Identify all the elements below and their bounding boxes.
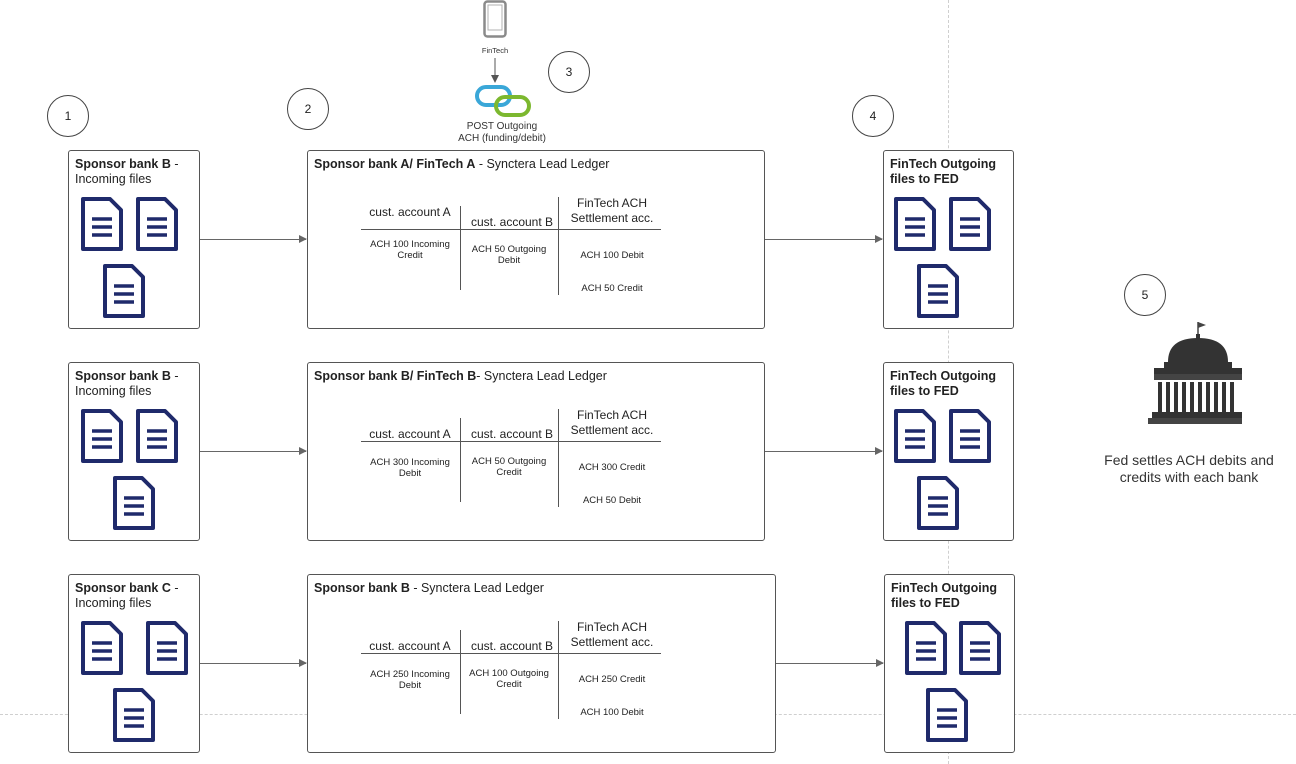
document-icon bbox=[113, 476, 155, 530]
ledger-title: Sponsor bank A/ FinTech A - Synctera Lea… bbox=[314, 157, 610, 171]
cust-account-b-header: cust. account B bbox=[470, 215, 554, 229]
post-label-line2: ACH (funding/debit) bbox=[458, 133, 546, 144]
document-icon bbox=[113, 688, 155, 742]
entry-settlement-bottom: ACH 50 Debit bbox=[582, 495, 642, 506]
cust-account-b-header: cust. account B bbox=[470, 427, 554, 441]
document-icon bbox=[136, 197, 178, 251]
ledger-title: Sponsor bank B - Synctera Lead Ledger bbox=[314, 581, 544, 595]
post-label-line1: POST Outgoing bbox=[466, 121, 538, 132]
entry-settlement-bottom: ACH 100 Debit bbox=[580, 707, 644, 718]
t-account-rule bbox=[361, 441, 661, 442]
federal-reserve-building-icon bbox=[1148, 322, 1242, 424]
cust-account-a-header: cust. account A bbox=[369, 205, 451, 219]
incoming-box-title: Sponsor bank B -Incoming files bbox=[75, 157, 179, 186]
document-icon bbox=[949, 409, 991, 463]
ledger-box-3: Sponsor bank B - Synctera Lead Ledger cu… bbox=[307, 574, 776, 753]
t-account-divider bbox=[460, 630, 461, 714]
document-icon bbox=[81, 197, 123, 251]
incoming-files-box-3: Sponsor bank C -Incoming files bbox=[68, 574, 200, 753]
document-icon bbox=[905, 621, 947, 675]
t-account-divider bbox=[460, 206, 461, 290]
phone-icon bbox=[483, 0, 507, 38]
cust-account-b-header: cust. account B bbox=[470, 639, 554, 653]
step-4-label: 4 bbox=[869, 109, 877, 123]
post-outgoing-label: POST Outgoing ACH (funding/debit) bbox=[440, 121, 564, 145]
ledger-title: Sponsor bank B/ FinTech B- Synctera Lead… bbox=[314, 369, 607, 383]
entry-settlement-top: ACH 250 Credit bbox=[578, 674, 646, 685]
document-icon bbox=[81, 409, 123, 463]
t-account-divider bbox=[558, 621, 559, 719]
t-account-divider bbox=[558, 409, 559, 507]
document-icon bbox=[146, 621, 188, 675]
step-4-circle: 4 bbox=[852, 95, 894, 137]
t-account-rule bbox=[361, 653, 661, 654]
fed-settles-text: Fed settles ACH debits and credits with … bbox=[1104, 452, 1274, 485]
document-icon bbox=[81, 621, 123, 675]
step-1-circle: 1 bbox=[47, 95, 89, 137]
cust-account-a-header: cust. account A bbox=[369, 639, 451, 653]
step-3-label: 3 bbox=[565, 65, 573, 79]
document-icon bbox=[949, 197, 991, 251]
incoming-files-box-2: Sponsor bank B -Incoming files bbox=[68, 362, 200, 541]
arrow-incoming-to-ledger bbox=[200, 659, 307, 667]
arrow-incoming-to-ledger bbox=[200, 235, 307, 243]
incoming-box-title: Sponsor bank B -Incoming files bbox=[75, 369, 179, 398]
entry-settlement-bottom: ACH 50 Credit bbox=[581, 283, 643, 294]
arrow-ledger-to-outgoing bbox=[765, 235, 883, 243]
ledger-box-2: Sponsor bank B/ FinTech B- Synctera Lead… bbox=[307, 362, 765, 541]
step-3-circle: 3 bbox=[548, 51, 590, 93]
step-2-label: 2 bbox=[304, 102, 312, 116]
t-account-rule bbox=[361, 229, 661, 230]
step-1-label: 1 bbox=[64, 109, 72, 123]
entry-settlement-top: ACH 100 Debit bbox=[580, 250, 644, 261]
link-icon bbox=[475, 85, 531, 117]
ledger-box-1: Sponsor bank A/ FinTech A - Synctera Lea… bbox=[307, 150, 765, 329]
entry-settlement-top: ACH 300 Credit bbox=[578, 462, 646, 473]
document-icon bbox=[959, 621, 1001, 675]
t-account-divider bbox=[558, 197, 559, 295]
document-icon bbox=[136, 409, 178, 463]
step-5-label: 5 bbox=[1141, 288, 1149, 302]
document-icon bbox=[894, 197, 936, 251]
step-2-circle: 2 bbox=[287, 88, 329, 130]
document-icon bbox=[103, 264, 145, 318]
fintech-down-arrow bbox=[491, 58, 499, 83]
step-5-circle: 5 bbox=[1124, 274, 1166, 316]
document-icon bbox=[917, 264, 959, 318]
arrow-ledger-to-outgoing bbox=[765, 447, 883, 455]
fintech-label: FinTech bbox=[481, 46, 509, 55]
document-icon bbox=[917, 476, 959, 530]
incoming-files-box-1: Sponsor bank B -Incoming files bbox=[68, 150, 200, 329]
arrow-incoming-to-ledger bbox=[200, 447, 307, 455]
t-account-divider bbox=[460, 418, 461, 502]
document-icon bbox=[894, 409, 936, 463]
incoming-box-title: Sponsor bank C -Incoming files bbox=[75, 581, 179, 610]
cust-account-a-header: cust. account A bbox=[369, 427, 451, 441]
document-icon bbox=[926, 688, 968, 742]
arrow-ledger-to-outgoing bbox=[776, 659, 884, 667]
